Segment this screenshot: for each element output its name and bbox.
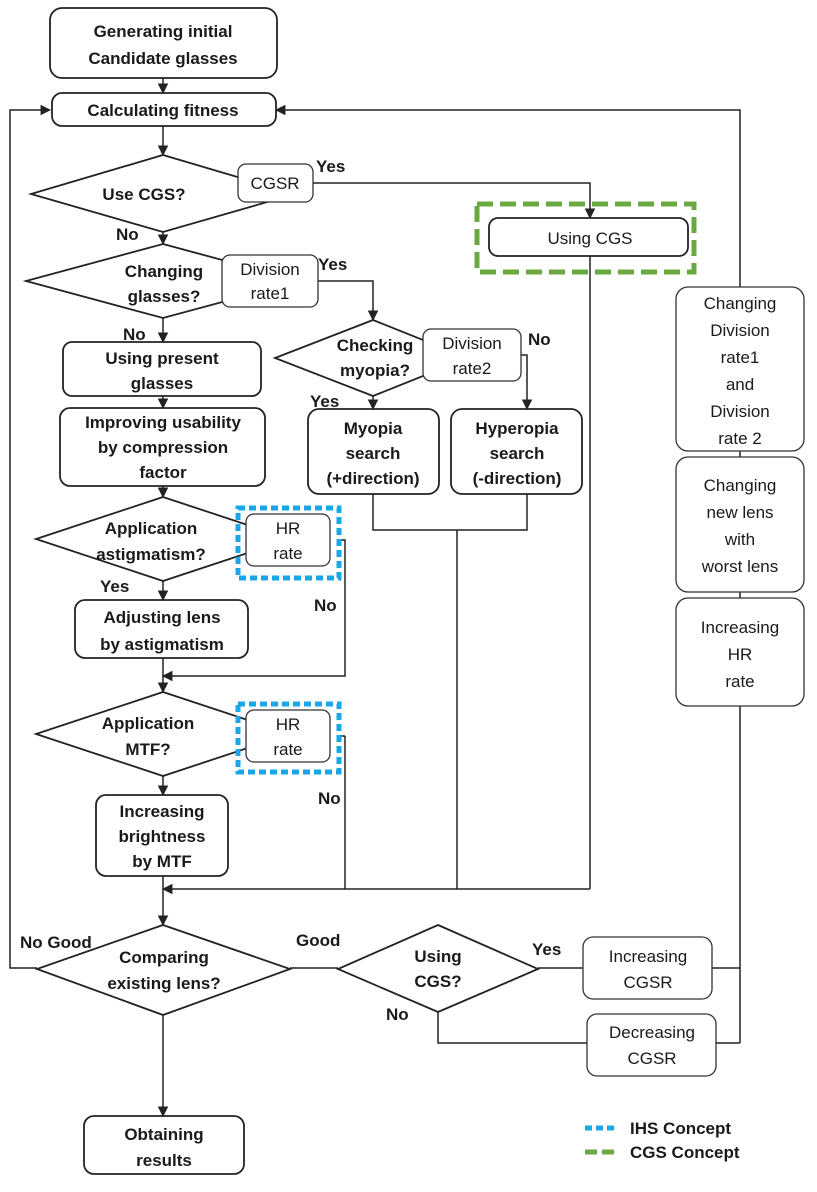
legend-cgs-label: CGS Concept (630, 1143, 740, 1162)
label-no-good: No Good (20, 933, 92, 952)
label-good: Good (296, 931, 340, 950)
label-yes-cgs: Yes (316, 157, 345, 176)
svg-text:Use CGS?: Use CGS? (102, 185, 185, 204)
edge-yes-checking (318, 280, 379, 322)
label-no-astig: No (314, 596, 337, 615)
ihs-concept-frame-2 (235, 701, 342, 775)
node-using-cgs: Using CGS (488, 217, 689, 257)
label-yes-astig: Yes (100, 577, 129, 596)
label-no-mtf: No (318, 789, 341, 808)
cgs-concept-frame (474, 201, 697, 275)
label-no-using: No (386, 1005, 409, 1024)
svg-text:Using CGS: Using CGS (547, 229, 632, 248)
node-cgsr-top: CGSR (237, 163, 314, 203)
edge-search-merge (372, 494, 528, 531)
edge-yes-usingcgs (313, 182, 596, 220)
legend-ihs-label: IHS Concept (630, 1119, 731, 1138)
label-no-cgs: No (116, 225, 139, 244)
node-calculating: Calculating fitness (51, 92, 277, 127)
connectors (9, 78, 741, 1118)
legend: IHS Concept CGS Concept (585, 1119, 740, 1162)
label-no-myopia: No (528, 330, 551, 349)
edge-no-decrease (437, 1012, 587, 1044)
edge-right-loop (274, 104, 741, 1043)
label-no-glasses: No (123, 325, 146, 344)
edge-no-hyperopia (521, 354, 533, 411)
label-yes-using: Yes (532, 940, 561, 959)
ihs-concept-frame-1 (235, 505, 342, 581)
svg-text:Calculating fitness: Calculating fitness (87, 101, 238, 120)
label-yes-glasses: Yes (318, 255, 347, 274)
edge-labels: Yes No Yes No Yes No Yes No No No Good G… (20, 157, 561, 1024)
label-yes-myopia: Yes (310, 392, 339, 411)
svg-text:CGSR: CGSR (250, 174, 299, 193)
edge-nogood-loop (9, 104, 52, 969)
